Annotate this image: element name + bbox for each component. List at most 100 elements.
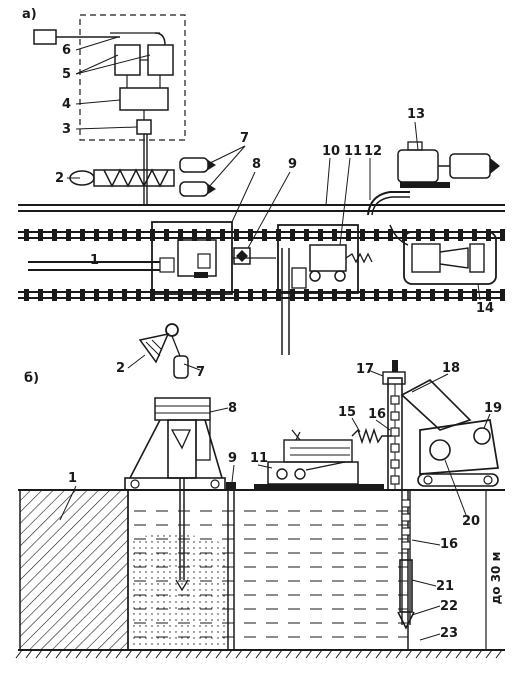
label-b-19: 19	[484, 401, 502, 416]
sleeper	[164, 289, 169, 301]
bottom-tick	[325, 649, 333, 659]
spring-15	[351, 427, 392, 445]
platform-11	[254, 429, 384, 490]
bottom-tick	[85, 649, 93, 659]
label-a-10: 10	[322, 144, 340, 159]
hose-12	[367, 191, 410, 216]
sleeper	[136, 229, 141, 241]
sleeper	[444, 289, 449, 301]
bottom-tick	[485, 649, 493, 659]
leaders-b	[59, 354, 491, 641]
sleeper	[248, 289, 253, 301]
label-a-2: 2	[55, 171, 64, 186]
bottom-tick	[285, 649, 293, 659]
bottom-tick	[155, 649, 163, 659]
label-b-8: 8	[228, 401, 237, 416]
label-b-17: 17	[356, 362, 374, 377]
concrete-wall-1	[19, 489, 129, 651]
bottom-tick	[275, 649, 283, 659]
bottom-tick	[385, 649, 393, 659]
sleeper	[234, 229, 239, 241]
bottom-tick	[345, 649, 353, 659]
depth-label: до 30 м	[489, 552, 503, 605]
section-a-label: а)	[22, 7, 37, 22]
bottom-tick	[465, 649, 473, 659]
sleeper	[430, 229, 435, 241]
sleeper	[248, 229, 253, 241]
bottom-tick	[25, 649, 33, 659]
sleeper	[388, 229, 393, 241]
label-b-21: 21	[436, 579, 454, 594]
label-a-4: 4	[62, 97, 71, 112]
label-a-6: 6	[62, 43, 71, 58]
excavator-14	[403, 231, 497, 285]
bottom-tick	[135, 649, 143, 659]
tank-5-right	[147, 44, 174, 76]
sleeper	[388, 289, 393, 301]
chain-block	[390, 395, 400, 405]
label-a-5: 5	[62, 67, 71, 82]
sleeper	[346, 289, 351, 301]
sleeper	[332, 229, 337, 241]
crane-hook-2-7	[138, 323, 189, 379]
bottom-tick	[265, 649, 273, 659]
leaders-a	[67, 36, 481, 301]
chain-block	[390, 443, 400, 453]
sleeper	[486, 289, 491, 301]
bottom-tick	[175, 649, 183, 659]
label-b-1: 1	[68, 471, 77, 486]
section-b-label: б)	[24, 371, 39, 386]
section-a-plan: а) 6 5 4 3 2 7 8 9 10 11 12 13 1 14	[18, 7, 505, 355]
pump-unit-13	[397, 141, 500, 188]
sleeper	[66, 289, 71, 301]
bottom-tick	[375, 649, 383, 659]
bottom-tick	[245, 649, 253, 659]
sleeper	[458, 229, 463, 241]
depth-dimension: до 30 м	[480, 489, 503, 651]
sleeper	[374, 229, 379, 241]
bottom-tick	[475, 649, 483, 659]
label-b-7: 7	[196, 365, 205, 380]
bottom-tick	[455, 649, 463, 659]
sleeper	[360, 289, 365, 301]
bottom-tick	[215, 649, 223, 659]
sleeper	[472, 229, 477, 241]
label-b-11: 11	[250, 451, 268, 466]
sleeper	[500, 229, 505, 241]
bottom-tick	[225, 649, 233, 659]
bottom-tick	[145, 649, 153, 659]
sleeper	[276, 289, 281, 301]
sleeper	[262, 289, 267, 301]
bottom-tick	[125, 649, 133, 659]
sleeper	[164, 229, 169, 241]
sleeper	[262, 229, 267, 241]
bottom-tick	[255, 649, 263, 659]
bottom-tick	[205, 649, 213, 659]
sleeper	[206, 289, 211, 301]
sleeper	[304, 289, 309, 301]
sleeper	[500, 289, 505, 301]
label-b-23: 23	[440, 626, 458, 641]
sleeper	[234, 289, 239, 301]
bottom-hatch	[15, 649, 503, 659]
bottom-tick	[315, 649, 323, 659]
sleeper	[192, 229, 197, 241]
chain-block	[390, 427, 400, 437]
label-a-8: 8	[252, 157, 261, 172]
sleeper	[178, 289, 183, 301]
sleeper	[94, 289, 99, 301]
bottom-tick	[495, 649, 503, 659]
sleeper	[430, 289, 435, 301]
bottom-tick	[395, 649, 403, 659]
bottom-tick	[365, 649, 373, 659]
label-a-3: 3	[62, 122, 71, 137]
chain-block	[390, 459, 400, 469]
label-a-13: 13	[407, 107, 425, 122]
sleeper	[80, 229, 85, 241]
mixer-4	[119, 87, 169, 111]
bottom-tick	[65, 649, 73, 659]
sleeper	[318, 289, 323, 301]
grab-9	[233, 247, 251, 265]
bottom-tick	[295, 649, 303, 659]
